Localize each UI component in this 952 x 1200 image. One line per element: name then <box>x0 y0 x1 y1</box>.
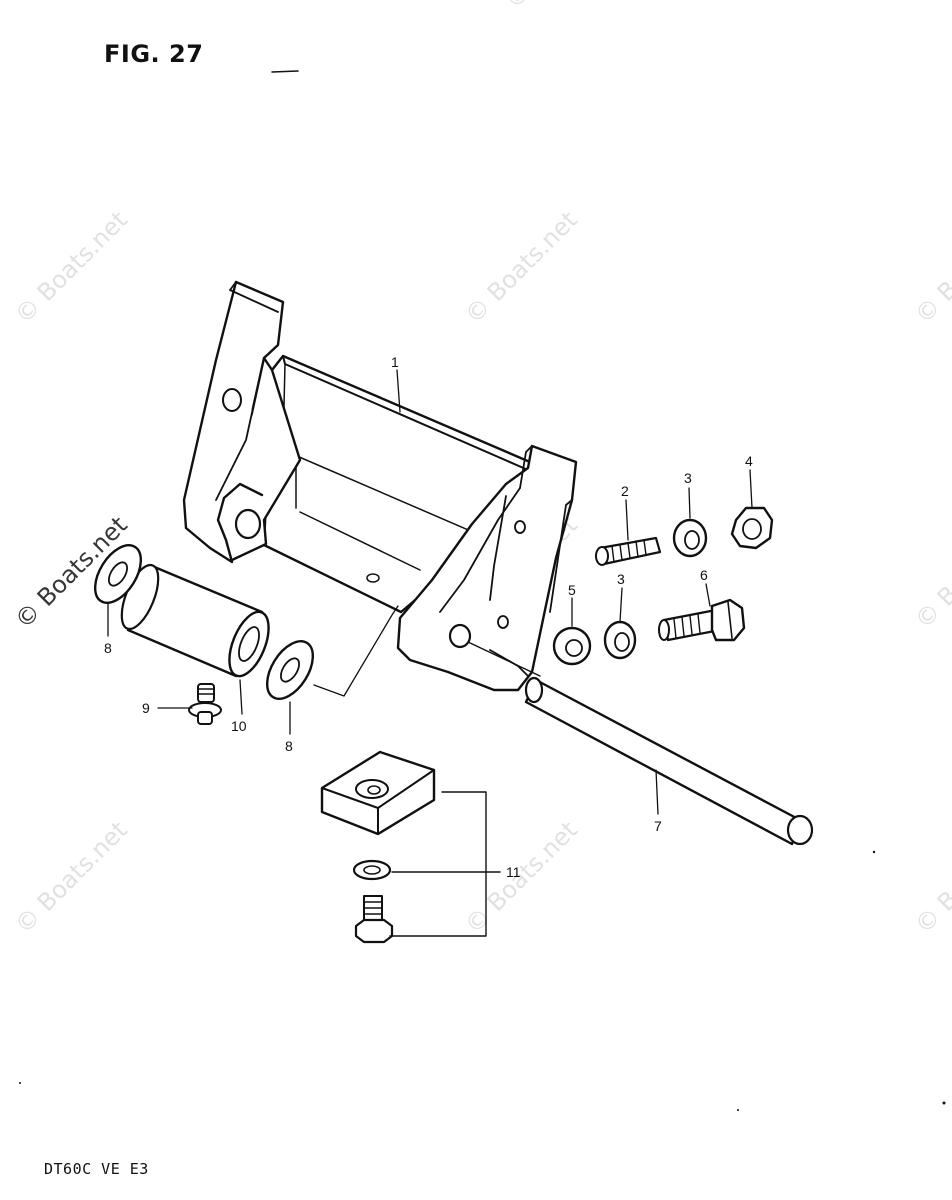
bolt-part <box>658 598 746 642</box>
part-number: 1 <box>391 354 399 370</box>
block-part <box>320 750 436 836</box>
small-washer-part <box>352 859 392 881</box>
part-number: 8 <box>285 738 293 754</box>
part-number: 7 <box>654 818 662 834</box>
stray-mark <box>872 850 876 854</box>
part-number: 2 <box>621 483 629 499</box>
part-number: 4 <box>745 453 753 469</box>
flat-washer-part <box>552 626 592 666</box>
stud-part <box>595 536 662 566</box>
nut-part <box>730 506 774 550</box>
figure-title: FIG. 27 <box>104 40 204 68</box>
leader-lines <box>107 369 753 815</box>
part-number: 9 <box>142 700 150 716</box>
shaft-part <box>467 641 814 846</box>
spring-washer-part <box>603 620 637 660</box>
stray-mark <box>271 70 299 73</box>
stray-mark <box>942 1101 946 1105</box>
part-number: 10 <box>231 718 247 734</box>
watermark-text: © Boats.net <box>499 0 622 14</box>
part-number: 3 <box>684 470 692 486</box>
small-bolt-part <box>354 895 394 944</box>
watermark-text: © Boats.net <box>459 206 582 329</box>
part-number: 11 <box>506 864 521 880</box>
part-number: 6 <box>700 567 708 583</box>
spring-washer-part <box>672 518 708 558</box>
bracket-part <box>182 280 578 692</box>
part-number-labels: 1 2 3 4 3 5 6 7 8 8 9 10 11 <box>104 354 753 880</box>
watermark-text: © Boats.net <box>9 206 132 329</box>
watermark-text: © Boats.net <box>909 816 952 939</box>
washer-part <box>265 640 315 700</box>
model-code: DT60C VE E3 <box>44 1160 149 1178</box>
watermark-text: © Boats.net <box>459 816 582 939</box>
part-number: 8 <box>104 640 112 656</box>
stray-mark <box>737 1109 739 1111</box>
washer-part <box>93 544 143 604</box>
grease-nipple-part <box>188 683 222 725</box>
watermark-text: © Boats.net <box>9 816 132 939</box>
watermark-text: © Boats.net <box>909 206 952 329</box>
collar-part <box>120 563 270 678</box>
watermark-text: © Boats.net <box>909 511 952 634</box>
part-number: 5 <box>568 582 576 598</box>
part-number: 3 <box>617 571 625 587</box>
stray-mark <box>19 1082 21 1084</box>
